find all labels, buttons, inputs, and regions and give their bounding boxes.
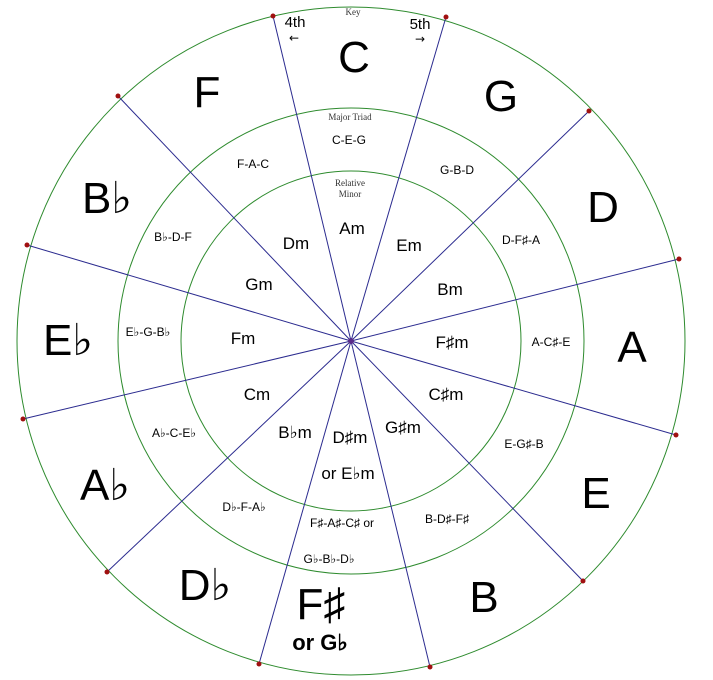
key-f-sharp: F♯	[297, 580, 346, 629]
boundary-dot	[20, 416, 26, 422]
divider-a-e	[350, 340, 677, 436]
divider-d-a	[350, 258, 680, 342]
key-f: F	[194, 68, 221, 117]
boundary-dot	[104, 569, 110, 575]
boundary-dot	[586, 108, 592, 114]
boundary-dot	[115, 93, 121, 99]
minor-em: Em	[396, 236, 422, 255]
minor-g-sharp-m: G♯m	[385, 418, 421, 437]
fourth-label: 4th	[285, 14, 306, 31]
divider-b-fsharp	[350, 340, 431, 668]
fifth-label: 5th	[410, 16, 431, 33]
minor-f-sharp-m: F♯m	[435, 333, 468, 352]
triad-e-flat: E♭-G-B♭	[126, 325, 171, 339]
divider-e-b	[350, 340, 584, 582]
minor-c-sharp-m: C♯m	[429, 385, 464, 404]
boundary-dot	[256, 661, 262, 667]
sector-dividers	[22, 15, 680, 668]
relative-minor-caption-line1: Relative	[335, 178, 365, 188]
left-arrow-icon: ←	[289, 31, 299, 45]
key-b-flat: B♭	[82, 174, 132, 223]
key-caption: Key	[346, 7, 361, 17]
minor-e-flat-m: or E♭m	[321, 464, 374, 483]
divider-c-g	[350, 16, 447, 342]
relative-minor-caption-line2: Minor	[339, 189, 362, 199]
key-d-flat: D♭	[179, 561, 232, 610]
minor-cm: Cm	[244, 385, 270, 404]
minor-fm: Fm	[231, 329, 256, 348]
key-d: D	[587, 183, 619, 232]
minor-d-sharp-m: D♯m	[333, 428, 368, 447]
minor-b-flat-m: B♭m	[278, 423, 312, 442]
triad-a: A-C♯-E	[532, 335, 571, 349]
boundary-dot	[676, 256, 682, 262]
inner-ring	[180, 170, 522, 512]
divider-bflat-f	[117, 95, 352, 342]
boundary-dot	[24, 242, 30, 248]
key-e-flat: E♭	[43, 316, 93, 365]
divider-dflat-aflat	[106, 340, 352, 573]
triad-f: F-A-C	[237, 157, 269, 171]
divider-aflat-eflat	[22, 340, 352, 420]
key-e: E	[581, 469, 610, 518]
key-g-flat: or G♭	[292, 630, 348, 655]
minor-am: Am	[339, 219, 365, 238]
key-g: G	[484, 72, 518, 121]
key-a-flat: A♭	[80, 461, 130, 510]
triad-d-flat: D♭-F-A♭	[222, 500, 265, 514]
minor-dm: Dm	[283, 234, 309, 253]
center-dot	[348, 338, 354, 344]
triad-a-flat: A♭-C-E♭	[152, 426, 196, 440]
right-arrow-icon: →	[415, 32, 425, 46]
boundary-dot	[270, 13, 276, 19]
divider-g-d	[350, 110, 590, 342]
key-b: B	[469, 573, 498, 622]
boundary-dot	[580, 578, 586, 584]
minor-bm: Bm	[437, 280, 463, 299]
boundary-dot	[673, 432, 679, 438]
divider-eflat-bflat	[26, 244, 352, 342]
major-triad-caption: Major Triad	[328, 112, 372, 122]
triad-f-sharp: F♯-A♯-C♯ or	[310, 516, 374, 530]
triad-d: D-F♯-A	[502, 233, 540, 247]
divider-c-f	[272, 15, 352, 342]
divider-fsharp-dflat	[258, 340, 352, 665]
triad-g: G-B-D	[440, 163, 474, 177]
outer-ring	[16, 6, 686, 676]
triad-b-flat: B♭-D-F	[154, 230, 192, 244]
middle-ring	[117, 107, 585, 575]
boundary-dots	[20, 13, 682, 670]
minor-gm: Gm	[245, 275, 272, 294]
triad-c: C-E-G	[332, 133, 366, 147]
key-c: C	[338, 33, 370, 82]
triad-e: E-G♯-B	[504, 437, 543, 451]
boundary-dot	[427, 664, 433, 670]
triad-b: B-D♯-F♯	[425, 512, 469, 526]
boundary-dot	[443, 14, 449, 20]
key-a: A	[617, 323, 647, 372]
triad-g-flat: G♭-B♭-D♭	[304, 552, 355, 566]
